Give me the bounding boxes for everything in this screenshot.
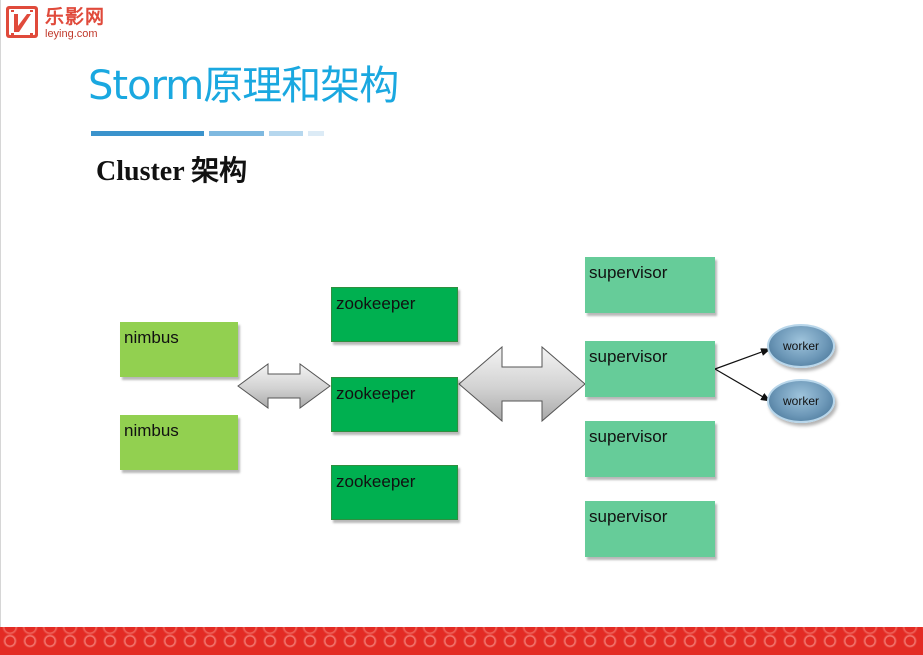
- supervisor-node: supervisor: [585, 421, 715, 477]
- slide-left-border: [0, 0, 1, 630]
- brand-logo[interactable]: 乐影网 leying.com: [5, 5, 115, 45]
- supervisor-node: supervisor: [585, 501, 715, 557]
- nimbus-node: nimbus: [120, 415, 238, 470]
- worker-label: worker: [782, 394, 819, 408]
- zookeeper-supervisor-double-arrow: [458, 345, 586, 423]
- worker-label: worker: [782, 339, 819, 353]
- zookeeper-node: zookeeper: [331, 465, 458, 520]
- supervisor-node: supervisor: [585, 257, 715, 313]
- slide-title: Storm原理和架构: [88, 63, 399, 109]
- section-heading: Cluster 架构: [96, 156, 248, 187]
- logo-chinese-text: 乐影网: [45, 6, 106, 28]
- zookeeper-node: zookeeper: [331, 377, 458, 432]
- supervisor-node: supervisor: [585, 341, 715, 397]
- nimbus-node: nimbus: [120, 322, 238, 377]
- underline-segment: [308, 131, 324, 136]
- worker-node: worker: [767, 324, 835, 368]
- supervisor-worker-arrow: [714, 368, 771, 402]
- decorative-footer-band: [0, 627, 923, 655]
- logo-domain-text: leying.com: [45, 28, 98, 40]
- underline-segment: [91, 131, 204, 136]
- zookeeper-node: zookeeper: [331, 287, 458, 342]
- nimbus-zookeeper-double-arrow: [237, 363, 331, 409]
- supervisor-worker-arrow: [714, 348, 771, 370]
- film-logo-icon: [6, 6, 38, 38]
- title-underline: [91, 131, 331, 136]
- underline-segment: [209, 131, 264, 136]
- worker-node: worker: [767, 379, 835, 423]
- underline-segment: [269, 131, 303, 136]
